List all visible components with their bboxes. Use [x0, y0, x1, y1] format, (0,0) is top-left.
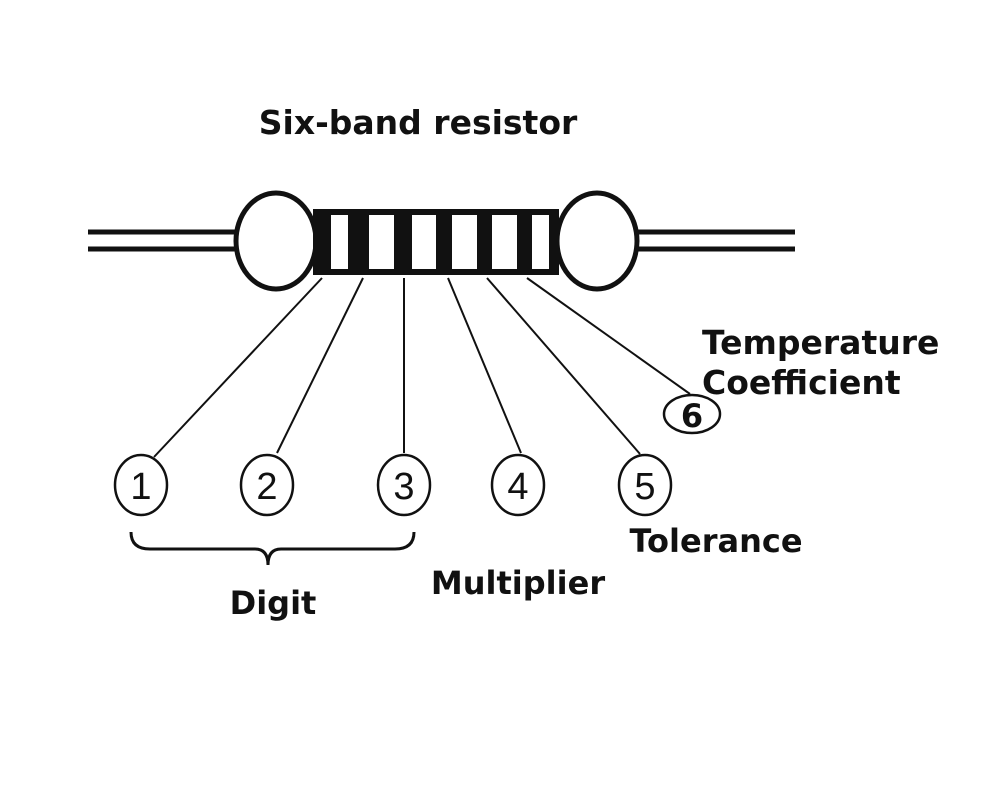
callout-2-number: 2: [256, 466, 277, 508]
left-lead: [88, 229, 238, 252]
callout-1: 1: [113, 453, 169, 517]
multiplier-label: Multiplier: [431, 564, 605, 602]
callout-2: 2: [239, 453, 295, 517]
callout-6-number: 6: [681, 397, 703, 435]
tolerance-label: Tolerance: [629, 522, 802, 560]
temperature-label-line2: Coefficient: [702, 363, 901, 402]
digit-brace: [129, 531, 416, 566]
leader-line-2: [276, 277, 364, 454]
body-gaps: [331, 215, 549, 269]
diagram-title: Six-band resistor: [259, 103, 578, 142]
left-end-cap: [233, 190, 319, 292]
right-end-cap: [554, 190, 640, 292]
leader-line-6: [526, 277, 691, 395]
callout-5-number: 5: [634, 466, 655, 508]
digit-label: Digit: [230, 584, 317, 622]
callout-4: 4: [490, 453, 546, 517]
callout-3-number: 3: [393, 466, 414, 508]
band-6: [517, 209, 532, 275]
callout-1-number: 1: [130, 466, 151, 508]
callout-4-number: 4: [507, 466, 528, 508]
right-lead: [636, 229, 795, 252]
callout-6: 6: [662, 393, 722, 435]
leader-line-5: [486, 277, 641, 455]
temperature-label-line1: Temperature: [702, 323, 939, 362]
callout-5: 5: [617, 453, 673, 517]
band-5: [477, 209, 492, 275]
band-3: [394, 209, 412, 275]
callout-3: 3: [376, 453, 432, 517]
leader-line-4: [447, 277, 522, 454]
band-1: [313, 209, 331, 275]
band-2: [348, 209, 369, 275]
band-4: [436, 209, 452, 275]
leader-line-1: [153, 277, 323, 458]
